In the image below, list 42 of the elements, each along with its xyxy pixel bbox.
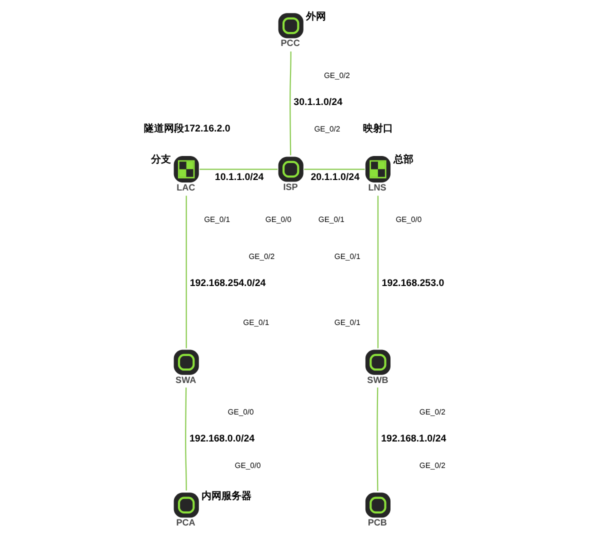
label: GE_0/0: [227, 407, 254, 416]
label: GE_0/2: [314, 124, 340, 134]
label: GE_0/2: [418, 461, 445, 470]
edge-label: 10.1.1.0/24: [214, 172, 264, 184]
edge-label: 30.1.1.0/24: [293, 96, 342, 108]
connector: [199, 168, 278, 170]
label: GE_0/1: [334, 252, 360, 262]
label: GE_0/1: [204, 215, 230, 224]
node-label: PCA: [176, 518, 195, 528]
node-label: ISP: [282, 182, 298, 192]
node-label: PCB: [367, 518, 386, 528]
node-label: LAC: [176, 182, 195, 192]
node-label: PCC: [280, 38, 300, 48]
label: GE_0/0: [395, 215, 422, 224]
node-label: SWB: [366, 374, 388, 385]
label: 隧道网段172.16.2.0: [144, 123, 230, 134]
connector: [376, 196, 378, 348]
label: GE_0/1: [242, 318, 269, 328]
edge-label: 20.1.1.0/24: [310, 172, 360, 184]
connector: [304, 168, 364, 170]
label: 映射口: [362, 123, 392, 134]
label: GE_0/2: [248, 252, 274, 262]
node-label: 内网服务器: [201, 491, 252, 502]
connector: [289, 52, 291, 156]
connector: [376, 387, 378, 492]
node-label: 总部: [392, 154, 413, 166]
edge-label: 192.168.254.0/24: [189, 278, 266, 290]
label: GE_0/1: [318, 215, 344, 224]
connector: [185, 196, 186, 348]
label: GE_0/0: [234, 461, 260, 470]
edge-label: 192.168.253.0: [381, 278, 444, 290]
connector: [184, 388, 186, 490]
node-label: LNS: [368, 182, 386, 192]
edge-label: 192.168.0.0/24: [188, 434, 254, 445]
edge-label: 192.168.1.0/24: [380, 434, 446, 445]
label: GE_0/2: [418, 407, 445, 416]
label: GE_0/1: [334, 318, 360, 328]
node-label: SWA: [175, 374, 196, 385]
node-label: 分支: [150, 154, 170, 166]
node-label: 外网: [306, 12, 326, 23]
label: GE_0/0: [264, 215, 291, 224]
label: GE_0/2: [323, 70, 350, 80]
